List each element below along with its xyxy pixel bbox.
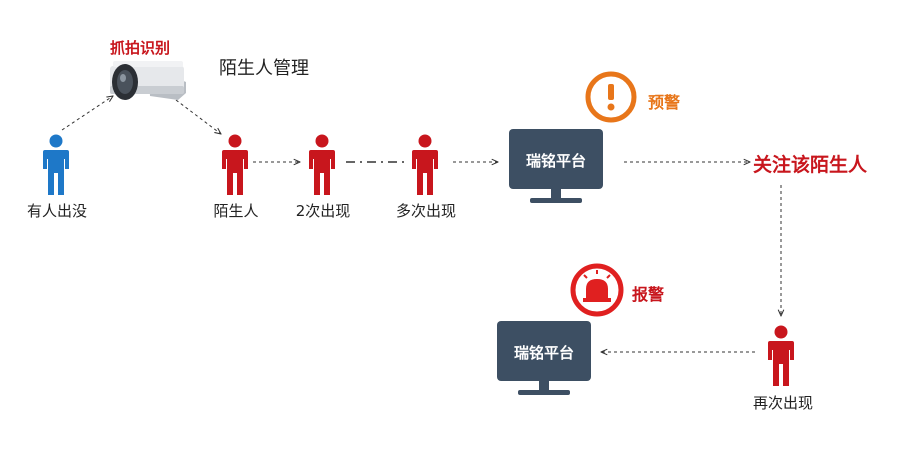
person-icon-second (309, 134, 335, 195)
warning-label: 预警 (648, 93, 681, 112)
person-icon-blue (43, 134, 69, 195)
label-appear: 有人出没 (26, 202, 88, 220)
arrow-camera-to-stranger (175, 99, 221, 134)
camera-icon (110, 61, 186, 100)
diagram-title: 陌生人管理 (219, 58, 309, 79)
alarm-label: 报警 (632, 285, 665, 304)
warning-icon (585, 71, 637, 123)
connectors (61, 96, 781, 352)
camera-label: 抓拍识别 (110, 39, 171, 57)
label-stranger: 陌生人 (213, 202, 259, 220)
label-again: 再次出现 (752, 394, 814, 412)
arrow-person-to-camera (61, 96, 113, 131)
person-icon-again (768, 325, 794, 386)
platform-label-bottom: 瑞铭平台 (513, 344, 575, 362)
platform-label-top: 瑞铭平台 (525, 152, 587, 170)
alarm-siren-icon (570, 263, 624, 317)
person-icon-stranger (222, 134, 248, 195)
label-second: 2次出现 (295, 202, 351, 220)
label-multiple: 多次出现 (395, 202, 457, 220)
person-icon-multiple (412, 134, 438, 195)
focus-stranger-label: 关注该陌生人 (753, 154, 868, 176)
